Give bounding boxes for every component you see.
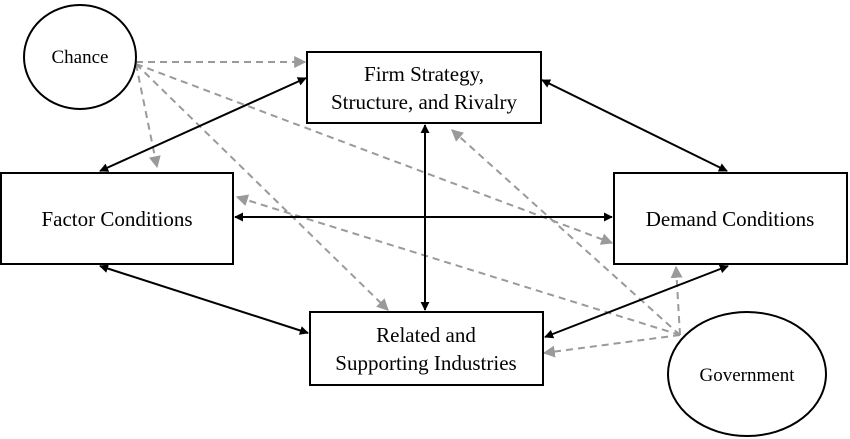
node-factor-conditions: Factor Conditions <box>0 172 234 265</box>
node-related-supporting: Related and Supporting Industries <box>309 311 544 386</box>
node-firm-strategy-line-1: Firm Strategy, <box>364 62 484 86</box>
government-to-demand-arrow <box>670 265 683 336</box>
chance-to-related-arrow <box>135 63 389 311</box>
node-factor-conditions-label: Factor Conditions <box>41 207 192 231</box>
node-firm-strategy-box <box>306 51 542 124</box>
node-factor-conditions-box <box>0 172 234 265</box>
node-demand-conditions: Demand Conditions <box>613 172 848 265</box>
node-government-circle <box>667 311 827 437</box>
node-related-supporting-box <box>309 311 544 386</box>
related-demand-arrow <box>544 264 729 339</box>
solid-edges <box>99 77 729 339</box>
node-related-supporting-line-2: Supporting Industries <box>335 351 516 375</box>
chance-to-factor-arrow <box>135 63 161 169</box>
node-firm-strategy-line-2: Structure, and Rivalry <box>331 90 518 114</box>
node-government-label: Government <box>700 365 796 386</box>
node-related-supporting-line-1: Related and <box>376 323 476 347</box>
node-government: Government <box>667 311 827 437</box>
government-to-related-arrow <box>542 334 681 358</box>
node-demand-conditions-label: Demand Conditions <box>646 207 815 231</box>
node-chance-label: Chance <box>52 47 109 68</box>
node-chance-circle <box>23 4 137 110</box>
firm-factor-arrow <box>99 77 307 172</box>
factor-related-arrow <box>99 264 309 335</box>
node-firm-strategy: Firm Strategy, Structure, and Rivalry <box>306 51 542 124</box>
node-demand-conditions-box <box>613 172 848 265</box>
node-chance: Chance <box>23 4 137 110</box>
firm-demand-arrow <box>541 79 728 172</box>
